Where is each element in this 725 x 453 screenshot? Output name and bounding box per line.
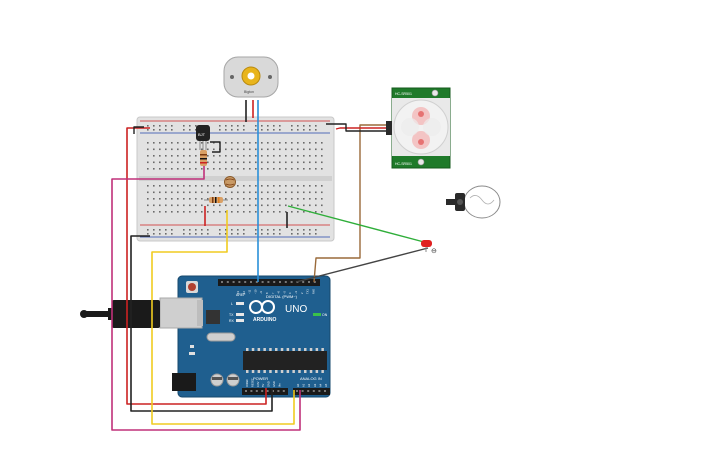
dc-motor[interactable]: Bigton: [223, 56, 279, 98]
atmega-chip: [243, 351, 327, 370]
usb-port[interactable]: [159, 297, 203, 329]
wire-black-pir: [326, 123, 390, 132]
analog-pin-label: A2: [307, 383, 311, 387]
power-pin-label: Vin: [277, 383, 281, 387]
led-on-label: ON: [322, 313, 328, 317]
wire-red-pir: [335, 127, 390, 130]
pir-sensor[interactable]: HC-SR501 HC-SR501: [386, 87, 451, 169]
power-header[interactable]: [242, 388, 288, 395]
power-pin-label: 5V: [261, 384, 265, 387]
digital-pin-label: TX1: [306, 289, 310, 294]
wire-black-top: [133, 126, 144, 134]
analog-pin-label: A5: [324, 383, 328, 387]
resistor-ldr[interactable]: [204, 197, 228, 203]
breadboard[interactable]: [136, 116, 335, 242]
wire-green: [287, 205, 425, 243]
power-pin-label: GND: [272, 381, 276, 387]
led[interactable]: ⊖: [421, 240, 437, 255]
power-pin-label: IOREF: [245, 379, 249, 387]
wire-brown: [313, 124, 390, 283]
led-polarity-icon: ⊖: [431, 248, 437, 255]
digital-pin-label: 2: [300, 292, 304, 294]
resistor-base[interactable]: [200, 150, 207, 166]
pir-top-label: HC-SR501: [395, 92, 412, 96]
aref-label: AREF: [236, 293, 245, 297]
wire-black-gnd: [130, 235, 273, 412]
analog-header-label: ANALOG IN: [300, 376, 322, 381]
power-header-label: POWER: [253, 376, 268, 381]
digital-pin-label: 8: [265, 292, 269, 294]
digital-pin-label: ~11: [248, 289, 252, 294]
digital-pin-label: ~6: [277, 290, 281, 294]
wire-black-led: [295, 247, 429, 283]
digital-pin-label: 4: [288, 292, 292, 294]
digital-pin-label: 12: [242, 291, 246, 294]
wire-black-transistor: [210, 141, 221, 153]
light-bulb[interactable]: [446, 185, 501, 219]
digital-pin-label: RX0: [311, 288, 315, 294]
digital-pin-label: 13: [236, 291, 240, 294]
led-l-label: L: [231, 302, 233, 306]
usb-cable: [80, 300, 160, 328]
transistor-label: BJT: [198, 132, 206, 137]
power-pin-label: GND: [267, 381, 271, 387]
digital-pin-label: 7: [271, 292, 275, 294]
digital-header-label: DIGITAL (PWM~): [266, 294, 298, 299]
wire-magenta: [111, 165, 301, 431]
analog-header[interactable]: [293, 388, 330, 395]
analog-pin-label: A3: [313, 383, 317, 387]
wire-yellow: [151, 210, 295, 425]
arduino-model-label: UNO: [285, 304, 307, 315]
digital-pin-label: ~3: [294, 290, 298, 294]
transistor[interactable]: BJT: [196, 125, 210, 150]
power-jack[interactable]: [172, 373, 196, 391]
digital-pin-label: ~9: [259, 290, 263, 294]
analog-pin-label: A4: [318, 383, 322, 387]
digital-pin-label: ~10: [253, 289, 257, 294]
analog-pin-label: A0: [296, 383, 300, 387]
digital-pin-label: ~5: [282, 290, 286, 294]
led-tx-label: TX: [229, 313, 234, 317]
wires: [111, 100, 429, 431]
arduino-brand-label: ARDUINO: [253, 317, 276, 323]
motor-label: Bigton: [244, 90, 254, 94]
analog-pin-label: A1: [302, 383, 306, 387]
power-pin-label: RESET: [250, 378, 254, 387]
led-rx-label: RX: [229, 319, 235, 323]
power-pin-label: 3.3V: [256, 381, 260, 387]
photoresistor[interactable]: [224, 176, 236, 188]
pir-bottom-label: HC-SR501: [395, 162, 412, 166]
